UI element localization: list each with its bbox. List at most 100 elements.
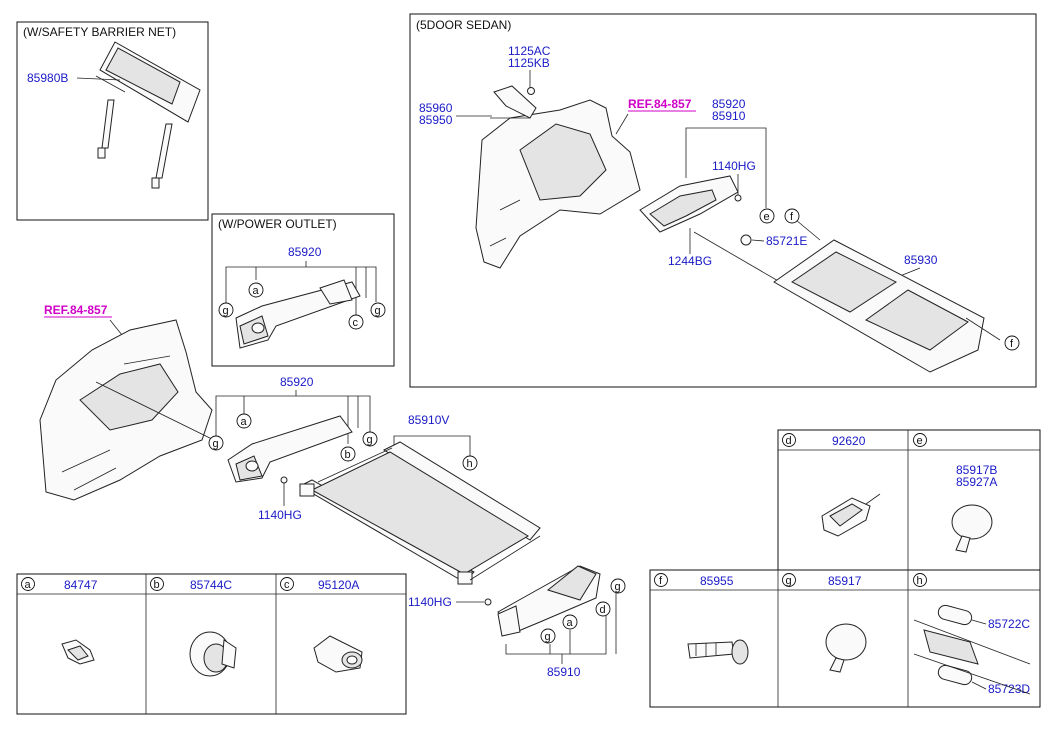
part-number: 1140HG: [258, 508, 302, 522]
part-number: 1140HG: [712, 159, 756, 173]
part-number: 85950: [419, 113, 453, 127]
right-side-trim-part: [497, 565, 601, 637]
legend-cell-h: h 85722C 85723D: [913, 573, 1030, 696]
svg-text:e: e: [917, 435, 923, 447]
part-number: 1244BG: [668, 254, 712, 268]
svg-text:g: g: [367, 434, 373, 446]
svg-text:h: h: [467, 458, 473, 470]
callout-f: f: [1004, 335, 1020, 351]
frame-power-outlet: (W/POWER OUTLET) 85920: [211, 213, 395, 367]
part-number: 85721E: [766, 234, 807, 248]
callout-a: a: [236, 413, 252, 429]
svg-text:h: h: [917, 575, 923, 587]
frame-border: [409, 13, 1037, 388]
cargo-cover-part: [298, 441, 541, 585]
svg-text:g: g: [375, 305, 381, 317]
svg-text:c: c: [284, 579, 290, 591]
safety-net-part: [95, 41, 201, 189]
part-number: 85927A: [956, 475, 997, 489]
svg-text:g: g: [213, 438, 219, 450]
svg-text:a: a: [241, 416, 248, 428]
callout-g: g: [540, 628, 556, 644]
part-number: 85920: [712, 97, 746, 111]
callout-a: a: [248, 282, 264, 298]
frame-title: (5DOOR SEDAN): [416, 18, 511, 32]
svg-text:f: f: [790, 211, 794, 223]
part-number: 92620: [832, 434, 866, 448]
part-number: 85917: [828, 574, 862, 588]
part-number: 85917B: [956, 463, 997, 477]
part-number: 85980B: [27, 71, 68, 85]
callout-d: d: [595, 601, 611, 617]
svg-text:a: a: [567, 617, 574, 629]
part-number: 85723D: [988, 682, 1030, 696]
callout-c: c: [348, 314, 364, 330]
legend-table-defgh: d 92620 e 85917B 85927A f 85955 g 85917: [649, 429, 1041, 708]
reference-link[interactable]: REF.84-857: [44, 303, 108, 317]
callout-e: e: [759, 208, 775, 224]
svg-text:a: a: [25, 579, 32, 591]
frame-safety-barrier-net: (W/SAFETY BARRIER NET) 85980B: [16, 21, 209, 221]
part-number: 84747: [64, 578, 98, 592]
callouts: a g g c e f f a g g b h g d a g: [208, 208, 1020, 644]
part-number: 1140HG: [408, 595, 452, 609]
outlet-trim-part: [235, 279, 361, 349]
svg-text:c: c: [353, 317, 359, 329]
frame-title: (W/SAFETY BARRIER NET): [23, 25, 176, 39]
svg-text:b: b: [345, 449, 351, 461]
part-number: 1125AC: [508, 44, 551, 58]
legend-cell-c: c 95120A: [280, 577, 363, 673]
callout-g: g: [610, 578, 626, 594]
callout-g: g: [208, 435, 224, 451]
svg-text:g: g: [545, 631, 551, 643]
main-quarter-trim-part: [39, 319, 223, 501]
legend-cell-d: d 92620: [782, 433, 881, 537]
callout-g: g: [218, 302, 234, 318]
svg-text:g: g: [223, 305, 229, 317]
svg-text:a: a: [253, 285, 260, 297]
part-number: 85960: [419, 101, 453, 115]
part-number: 85744C: [190, 578, 232, 592]
legend-cell-e: e 85917B 85927A: [913, 433, 997, 553]
legend-cell-b: b 85744C: [150, 577, 237, 677]
svg-text:f: f: [659, 575, 663, 587]
part-number: 85910V: [408, 413, 449, 427]
sedan-quarter-trim-part: [475, 85, 641, 269]
main-side-trim-part: [227, 415, 353, 483]
callout-f: f: [784, 208, 800, 224]
part-number: 85910: [712, 109, 746, 123]
main-assembly: REF.84-857 85920 1140HG 85910V: [39, 303, 617, 679]
part-number: 95120A: [318, 578, 359, 592]
callout-b: b: [340, 446, 356, 462]
callout-g: g: [370, 302, 386, 318]
legend-cell-a: a 84747: [21, 577, 98, 665]
reference-link[interactable]: REF.84-857: [628, 97, 692, 111]
frame-title: (W/POWER OUTLET): [218, 217, 337, 231]
part-number: 85955: [700, 574, 734, 588]
part-number: 85920: [288, 245, 322, 259]
legend-table-abc: a 84747 b 85744C c 95120A: [16, 573, 407, 715]
legend-cell-f: f 85955: [654, 573, 749, 665]
callout-h: h: [462, 455, 478, 471]
sedan-luggage-tray-part: [773, 239, 1001, 373]
svg-text:g: g: [615, 581, 621, 593]
frame-5door-sedan: (5DOOR SEDAN) 1125AC 1125KB 85960 85950 …: [409, 13, 1037, 388]
svg-text:d: d: [600, 604, 606, 616]
part-number: 1125KB: [508, 56, 550, 70]
part-number: 85930: [904, 253, 938, 267]
frame-border: [211, 213, 395, 367]
svg-text:e: e: [764, 211, 770, 223]
sedan-side-trim-part: [639, 175, 742, 233]
svg-text:b: b: [154, 579, 160, 591]
callout-a: a: [562, 614, 578, 630]
callout-g: g: [362, 431, 378, 447]
part-number: 85920: [280, 375, 314, 389]
svg-text:g: g: [786, 575, 792, 587]
part-number: 85722C: [988, 617, 1030, 631]
legend-cell-g: g 85917: [782, 573, 867, 673]
part-number: 85910: [547, 665, 581, 679]
svg-text:f: f: [1010, 338, 1014, 350]
frame-border: [16, 21, 209, 221]
